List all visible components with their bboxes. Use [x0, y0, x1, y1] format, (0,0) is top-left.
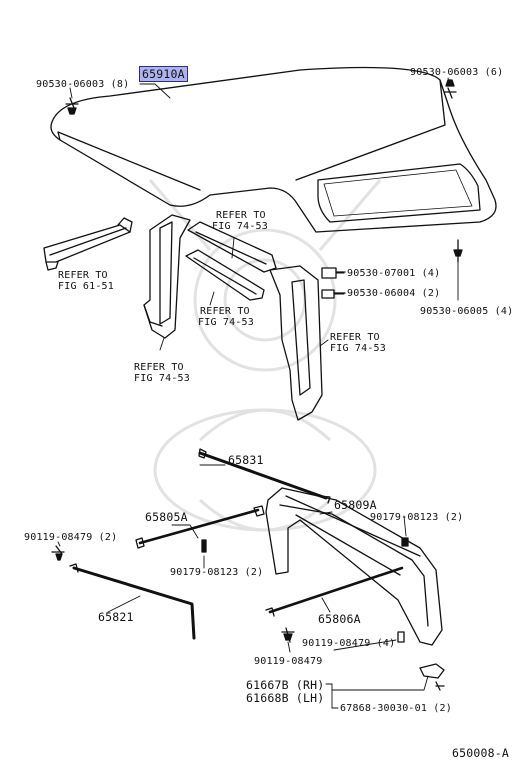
- bolt-label-tl: 90530-06003 (8): [36, 79, 130, 90]
- bolt-label-06004: 90530-06004 (2): [347, 288, 441, 299]
- part-label-65809A[interactable]: 65809A: [334, 498, 377, 512]
- rod-65805A: [135, 505, 265, 549]
- refer-label-left-line1: REFER TO: [134, 362, 184, 373]
- screw-icon-tl: [65, 97, 79, 115]
- refer-label-right-line2: FIG 74-53: [330, 343, 386, 354]
- nut-icon-06004: [321, 289, 346, 299]
- highlight-65910A[interactable]: 65910A: [139, 66, 188, 82]
- bolt-label-07001: 90530-07001 (4): [347, 268, 441, 279]
- frame-65809A: [265, 487, 443, 646]
- part-label-65806A[interactable]: 65806A: [318, 612, 361, 626]
- part-label-65805A[interactable]: 65805A: [145, 510, 188, 524]
- hard-top-65910A: [50, 66, 497, 233]
- screw-icon-ll: [51, 545, 65, 561]
- part-label-65910A[interactable]: 65910A: [139, 66, 188, 82]
- leader-lines: [57, 77, 459, 709]
- refer-label-right-line1: REFER TO: [330, 332, 380, 343]
- rail-mid: [185, 249, 265, 301]
- bracket-left: [43, 217, 133, 271]
- part-label-61667B[interactable]: 61667B (RH): [246, 678, 325, 692]
- clip-icon-r: [401, 537, 409, 547]
- rod-65831: [198, 448, 331, 504]
- part-label-65831[interactable]: 65831: [228, 453, 264, 467]
- bolt-label-tr: 90530-06003 (6): [410, 67, 504, 78]
- refer-label-top-line1: REFER TO: [216, 210, 266, 221]
- refer-label-61-51-line1: REFER TO: [58, 270, 108, 281]
- latch-61667B: [419, 663, 445, 691]
- refer-label-mid-line2: FIG 74-53: [198, 317, 254, 328]
- pillar-right: [269, 265, 323, 421]
- part-label-61668B[interactable]: 61668B (LH): [246, 691, 325, 705]
- part-label-65821[interactable]: 65821: [98, 610, 134, 624]
- screw-icon-lb: [281, 627, 295, 643]
- screw-icon-tr: [443, 79, 457, 99]
- clip-label-08123-c: 90179-08123 (2): [170, 567, 264, 578]
- pillar-left: [143, 214, 191, 339]
- refer-label-61-51-line2: FIG 61-51: [58, 281, 114, 292]
- refer-label-left-line2: FIG 74-53: [134, 373, 190, 384]
- screw-icon-r4: [397, 631, 405, 643]
- nut-icon-07001: [321, 267, 346, 279]
- refer-label-top-line2: FIG 74-53: [212, 221, 268, 232]
- screw-label-08479-b: 90119-08479: [254, 656, 323, 667]
- screw-label-08479-l: 90119-08479 (2): [24, 532, 118, 543]
- refer-label-mid-line1: REFER TO: [200, 306, 250, 317]
- rod-65806A: [265, 566, 404, 617]
- screw-icon-r: [453, 239, 463, 263]
- bolt-label-06005: 90530-06005 (4): [420, 306, 514, 317]
- rod-65821: [69, 563, 196, 640]
- clip-icon-c: [201, 539, 207, 553]
- screw-label-08479-4: 90119-08479 (4): [302, 638, 396, 649]
- clip-label-08123-r: 90179-08123 (2): [370, 512, 464, 523]
- diagram-code: 650008-A: [452, 746, 509, 760]
- part-label-67868[interactable]: 67868-30030-01 (2): [340, 703, 452, 714]
- rail-top: [187, 221, 277, 273]
